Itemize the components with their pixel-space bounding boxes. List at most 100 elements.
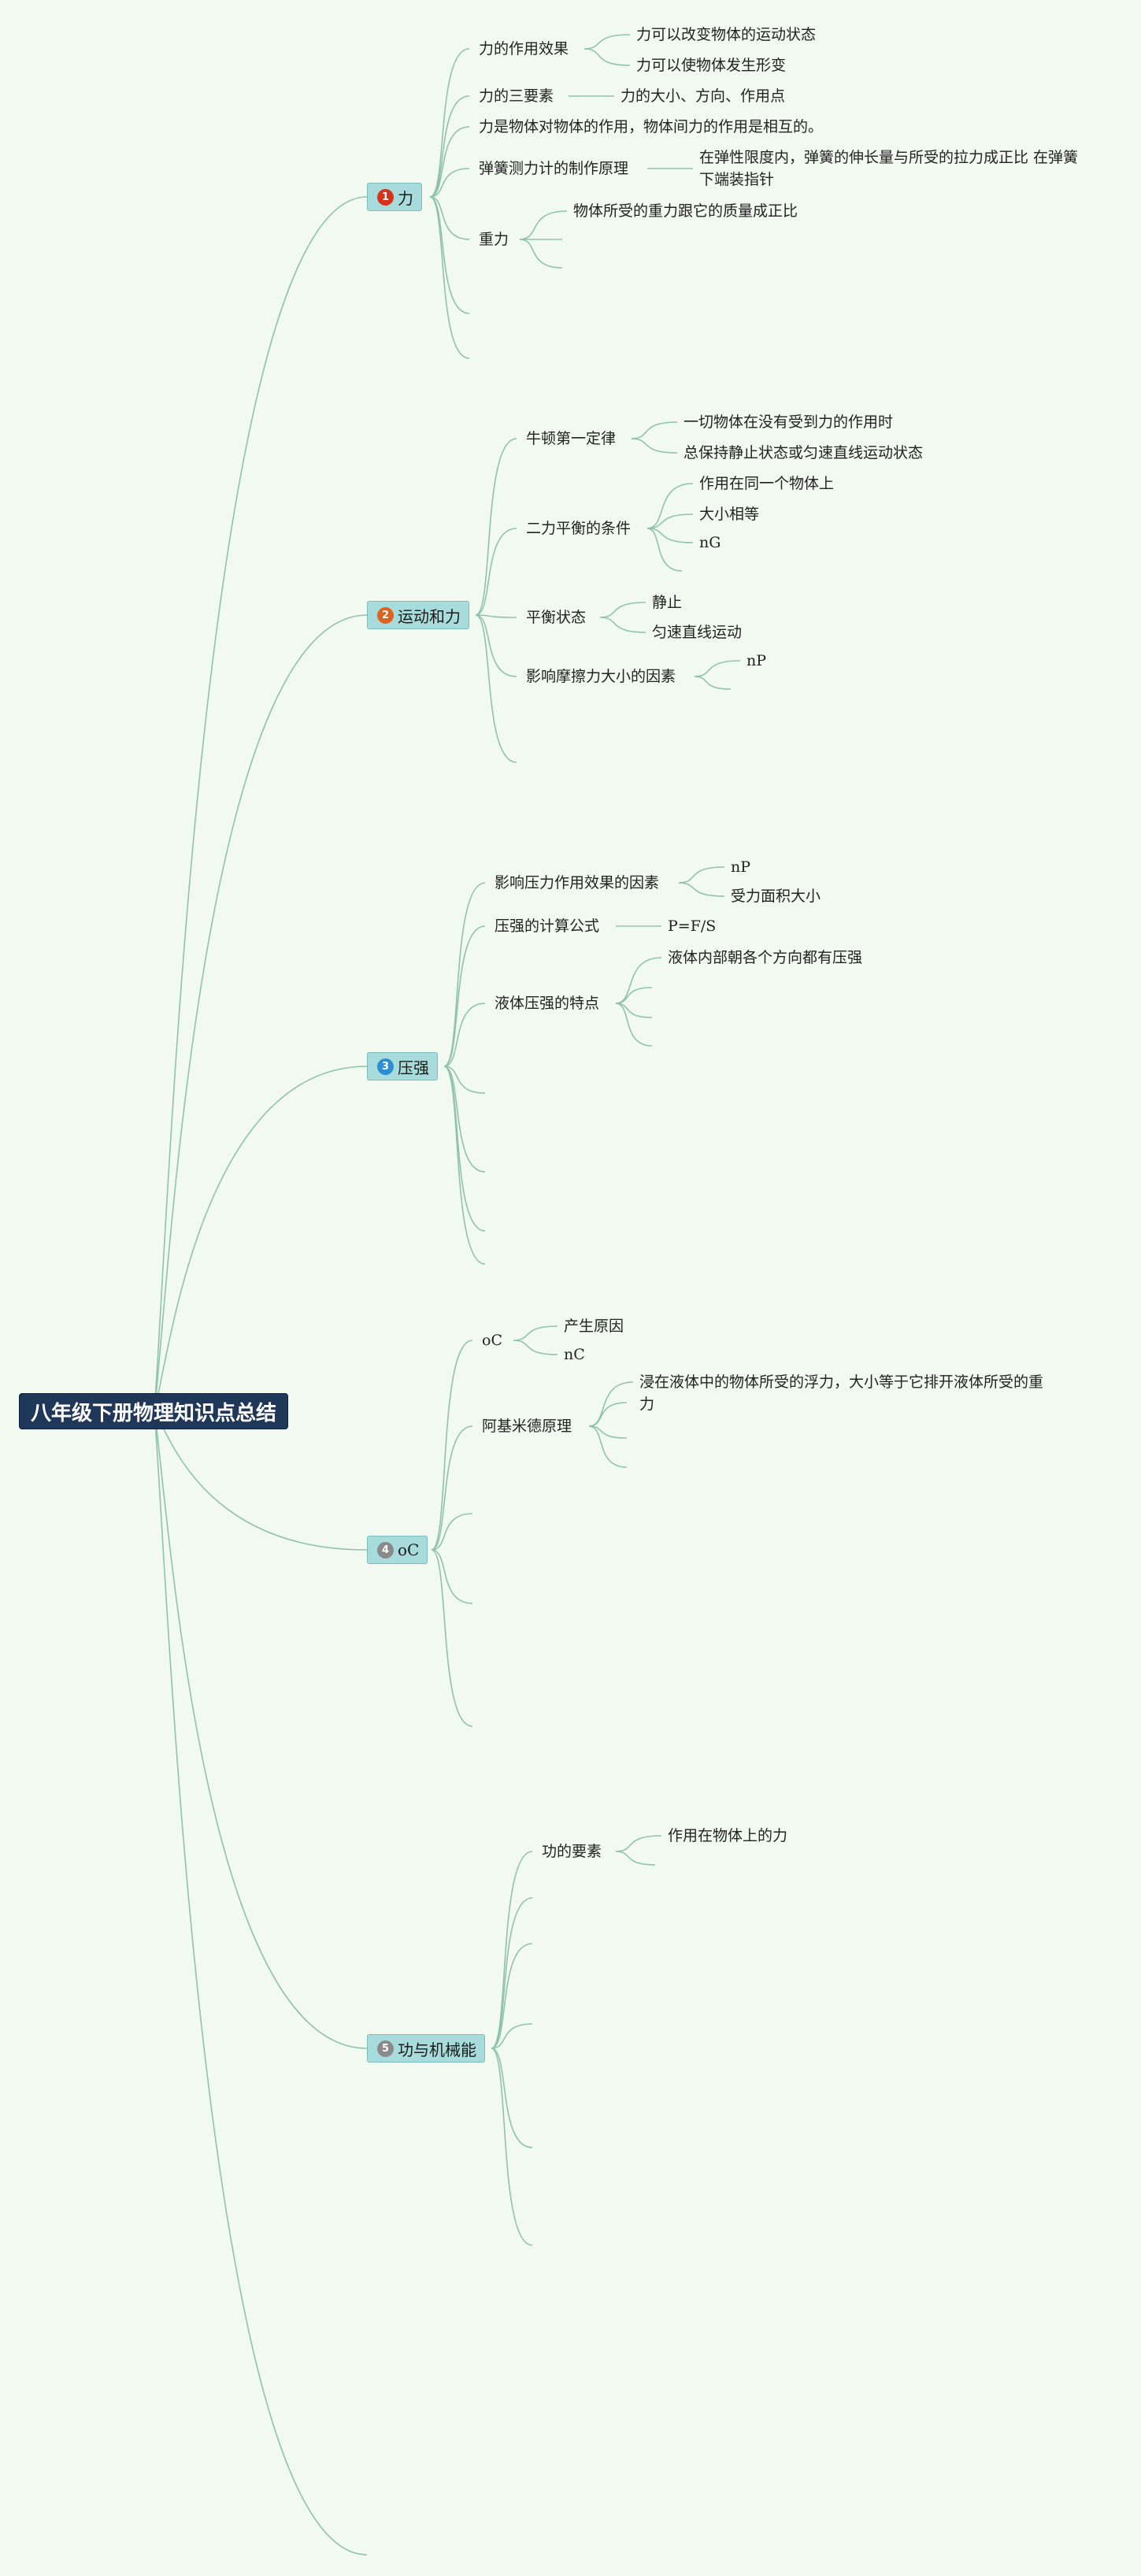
motion-link-c5 (475, 614, 517, 763)
leaf-ng[interactable]: nG (699, 534, 721, 551)
topic-force[interactable]: 1 力 (367, 183, 422, 211)
leaf-force-on-object[interactable]: 作用在物体上的力 (668, 1827, 788, 1844)
number-4-icon: 4 (377, 1541, 394, 1559)
pressure-link-c4 (443, 1066, 486, 1094)
gravity-link-3 (519, 239, 563, 269)
root-link-work (154, 1410, 368, 2049)
friction-link-2 (694, 676, 732, 690)
leaf-cause[interactable]: 产生原因 (564, 1318, 624, 1335)
leaf-nc[interactable]: nC (564, 1346, 585, 1363)
motion-link-c3 (475, 614, 517, 618)
topic-motion-and-force-label: 运动和力 (398, 606, 461, 626)
subtopic-equilibrium-state[interactable]: 平衡状态 (526, 609, 587, 626)
root-link-motion (154, 614, 368, 1412)
topic-pressure-label: 压强 (398, 1058, 429, 1077)
subtopic-newton-first-law[interactable]: 牛顿第一定律 (526, 430, 617, 447)
oc-link-1 (513, 1325, 558, 1341)
leaf-at-rest[interactable]: 静止 (652, 594, 683, 611)
leaf-np-friction[interactable]: nP (746, 652, 767, 669)
motion-link-c2 (475, 528, 517, 616)
force-effects-link-2 (583, 48, 631, 66)
work-link-c6 (491, 2048, 533, 2246)
force-link-c2 (429, 95, 470, 198)
leaf-equal-magnitude[interactable]: 大小相等 (699, 506, 760, 523)
leaf-same-object[interactable]: 作用在同一个物体上 (699, 475, 835, 492)
work-link-c3 (491, 1943, 533, 2049)
root-link-pressure (154, 1066, 368, 1412)
liquid-link-1 (615, 957, 662, 1004)
number-5-icon: 5 (377, 2040, 394, 2057)
force-link-c7 (429, 196, 470, 359)
leaf-archimedes-statement[interactable]: 浸在液体中的物体所受的浮力，大小等于它排开液体所受的重力 (639, 1373, 1044, 1413)
number-2-icon: 2 (377, 606, 394, 624)
leaf-deform-object[interactable]: 力可以使物体发生形变 (636, 57, 787, 74)
leaf-change-motion-state[interactable]: 力可以改变物体的运动状态 (636, 26, 817, 43)
subtopic-force-effects[interactable]: 力的作用效果 (479, 40, 569, 57)
equilibrium-link-1 (599, 602, 646, 618)
pressure-link-c2 (443, 925, 486, 1067)
leaf-spring-scale-description[interactable]: 在弹性限度内，弹簧的伸长量与所受的拉力成正比 在弹簧下端装指针 (699, 149, 1079, 188)
leaf-formula-p-f-s[interactable]: P=F/S (668, 917, 717, 935)
subtopic-oc[interactable]: oC (482, 1332, 502, 1349)
buoyancy-link-c1 (431, 1340, 473, 1551)
motion-link-c4 (475, 614, 517, 677)
balance-link-3 (646, 528, 694, 543)
archimedes-link-3 (588, 1425, 628, 1439)
force-link-c5 (429, 196, 470, 240)
subtopic-gravity[interactable]: 重力 (479, 231, 509, 248)
work-link-c2 (491, 1897, 533, 2049)
topic-work-and-energy[interactable]: 5 功与机械能 (367, 2034, 485, 2063)
number-3-icon: 3 (377, 1058, 394, 1075)
newton-link-2 (631, 438, 678, 454)
work-elements-link-1 (615, 1835, 662, 1852)
subtopic-pressure-formula[interactable]: 压强的计算公式 (495, 917, 600, 935)
topic-work-and-energy-label: 功与机械能 (398, 2040, 476, 2059)
root-topic[interactable]: 八年级下册物理知识点总结 (19, 1393, 288, 1429)
leaf-magnitude-direction-point[interactable]: 力的大小、方向、作用点 (621, 87, 786, 105)
topic-buoyancy-label: oC (398, 1540, 420, 1559)
subtopic-liquid-pressure[interactable]: 液体压强的特点 (495, 995, 600, 1012)
leaf-contact-area[interactable]: 受力面积大小 (731, 888, 821, 905)
force-link-c1 (429, 48, 470, 198)
oc-link-2 (513, 1340, 558, 1355)
subtopic-three-elements[interactable]: 力的三要素 (479, 87, 554, 105)
pressure-link-c3 (443, 1003, 486, 1067)
archimedes-link-2 (588, 1402, 628, 1427)
subtopic-work-elements[interactable]: 功的要素 (542, 1843, 602, 1860)
leaf-np-pressure[interactable]: nP (731, 858, 751, 876)
subtopic-force-interaction[interactable]: 力是物体对物体的作用，物体间力的作用是相互的。 (479, 118, 824, 135)
buoyancy-link-c4 (431, 1549, 473, 1604)
force-link-c4 (429, 168, 470, 198)
subtopic-pressure-effect-factors[interactable]: 影响压力作用效果的因素 (495, 874, 660, 891)
leaf-no-force-acting[interactable]: 一切物体在没有受到力的作用时 (683, 413, 894, 431)
root-link-force (154, 196, 368, 1412)
work-elements-link-2 (615, 1851, 656, 1866)
pressure-link-c7 (443, 1066, 486, 1265)
pressure-link-c1 (443, 882, 486, 1067)
buoyancy-link-c2 (431, 1425, 473, 1551)
topic-motion-and-force[interactable]: 2 运动和力 (367, 601, 469, 629)
leaf-all-directions[interactable]: 液体内部朝各个方向都有压强 (668, 949, 863, 966)
liquid-link-4 (615, 1003, 653, 1047)
pressure-link-c5 (443, 1066, 486, 1173)
subtopic-two-force-balance[interactable]: 二力平衡的条件 (526, 520, 632, 537)
archimedes-link-4 (588, 1425, 628, 1468)
motion-link-c1 (475, 438, 517, 616)
force-link-c6 (429, 196, 470, 314)
gravity-link-1 (519, 210, 568, 240)
balance-link-4 (646, 528, 683, 572)
subtopic-spring-scale-principle[interactable]: 弹簧测力计的制作原理 (479, 160, 629, 177)
liquid-link-3 (615, 1003, 653, 1018)
topic-buoyancy[interactable]: 4 oC (367, 1536, 428, 1564)
leaf-rest-or-uniform-motion[interactable]: 总保持静止状态或匀速直线运动状态 (683, 444, 924, 461)
topic-pressure[interactable]: 3 压强 (367, 1052, 438, 1080)
number-1-icon: 1 (377, 188, 394, 206)
work-link-c1 (491, 1851, 533, 2049)
leaf-uniform-linear-motion[interactable]: 匀速直线运动 (652, 624, 743, 641)
work-link-c4 (491, 2023, 533, 2049)
equilibrium-link-2 (599, 617, 646, 633)
leaf-gravity-proportional-mass[interactable]: 物体所受的重力跟它的质量成正比 (573, 202, 798, 220)
pressure-effect-link-1 (678, 866, 725, 884)
subtopic-friction-factors[interactable]: 影响摩擦力大小的因素 (526, 668, 676, 685)
subtopic-archimedes-principle[interactable]: 阿基米德原理 (482, 1418, 572, 1435)
